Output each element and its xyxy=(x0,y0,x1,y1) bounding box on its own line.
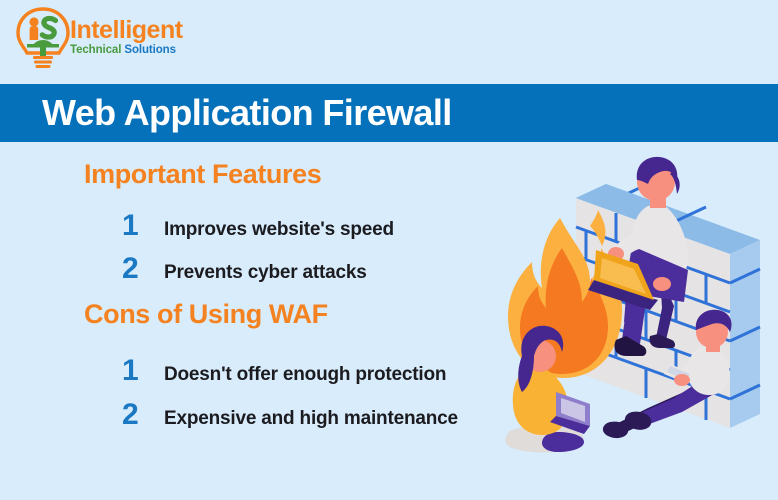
list-item: 1 Improves website's speed xyxy=(122,209,394,243)
brand-logo[interactable]: Intelligent Technical Solutions xyxy=(14,6,183,74)
section-heading-important-features: Important Features xyxy=(84,159,322,189)
person-on-wall-graphic xyxy=(588,156,688,356)
brand-tagline: Technical Solutions xyxy=(70,44,183,57)
title-band: Web Application Firewall xyxy=(0,84,778,142)
lightbulb-logo-icon xyxy=(14,6,72,72)
brand-tagline-solutions: Solutions xyxy=(124,44,176,56)
list-item-number: 1 xyxy=(122,354,139,387)
brand-wordmark: Intelligent Technical Solutions xyxy=(70,18,183,57)
list-item: 1 Doesn't offer enough protection xyxy=(122,354,446,388)
list-item-label: Doesn't offer enough protection xyxy=(164,364,447,385)
list-item-number: 2 xyxy=(122,398,139,431)
brand-name: Intelligent xyxy=(70,16,183,44)
logo-bar: Intelligent Technical Solutions xyxy=(0,0,778,84)
list-item: 2 Expensive and high maintenance xyxy=(122,398,458,432)
list-item: 2 Prevents cyber attacks xyxy=(122,252,367,286)
list-item-number: 2 xyxy=(122,252,139,285)
section-heading-cons-of-using-waf: Cons of Using WAF xyxy=(84,299,328,329)
list-item-label: Expensive and high maintenance xyxy=(164,408,458,429)
brand-tagline-technical: Technical xyxy=(70,44,125,56)
firewall-illustration xyxy=(498,150,778,460)
content-column: Important Features 1 Improves website's … xyxy=(0,142,520,500)
list-item-number: 1 xyxy=(122,209,139,242)
person-against-wall-graphic xyxy=(602,309,732,439)
list-item-label: Improves website's speed xyxy=(164,219,394,240)
page-title: Web Application Firewall xyxy=(42,92,452,133)
list-item-label: Prevents cyber attacks xyxy=(164,262,367,283)
woman-with-laptop-graphic xyxy=(505,325,590,453)
